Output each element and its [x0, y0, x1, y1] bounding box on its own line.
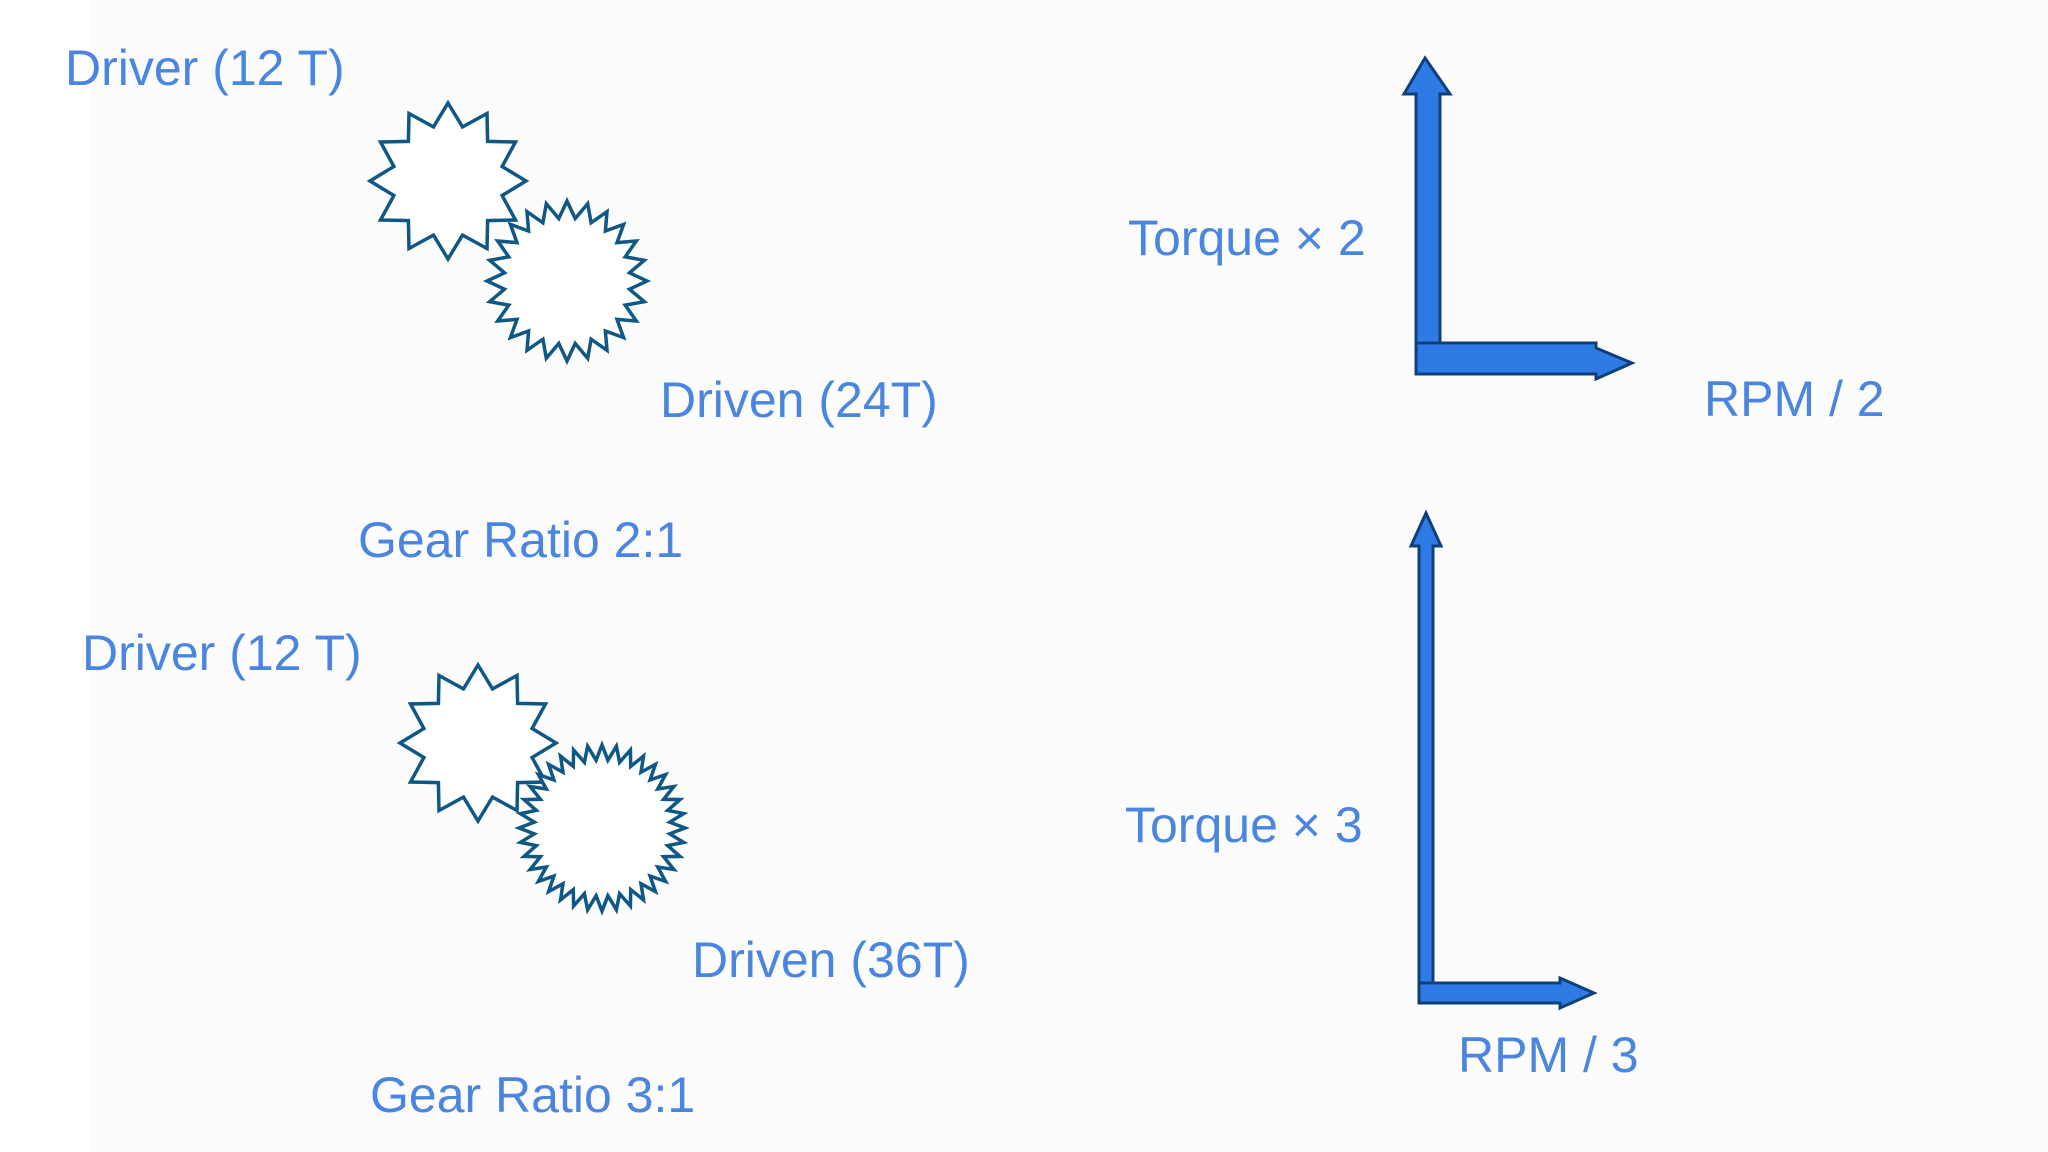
rpm-label-2: RPM / 3	[1458, 1027, 1639, 1083]
torque-up-arrow-1	[1401, 55, 1453, 357]
driven-label-1: Driven (24T)	[660, 372, 938, 428]
driven-label-2: Driven (36T)	[692, 932, 970, 988]
driver-label-2: Driver (12 T)	[82, 625, 362, 681]
torque-up-arrow-2	[1408, 509, 1444, 1002]
torque-label-2: Torque × 3	[1125, 797, 1363, 853]
rpm-right-arrow-1	[1414, 341, 1636, 382]
driven-gear-1	[482, 196, 652, 366]
torque-label-1: Torque × 2	[1128, 210, 1366, 266]
rpm-label-1: RPM / 2	[1704, 371, 1885, 427]
driver-gear-1	[366, 99, 530, 263]
driver-label-1: Driver (12 T)	[65, 40, 345, 96]
driver-gear-2	[396, 661, 560, 825]
gear-ratio-label-1: Gear Ratio 2:1	[358, 512, 684, 568]
rpm-right-arrow-2	[1417, 975, 1598, 1011]
driven-gear-2	[514, 740, 690, 916]
gear-ratio-label-2: Gear Ratio 3:1	[370, 1067, 696, 1123]
